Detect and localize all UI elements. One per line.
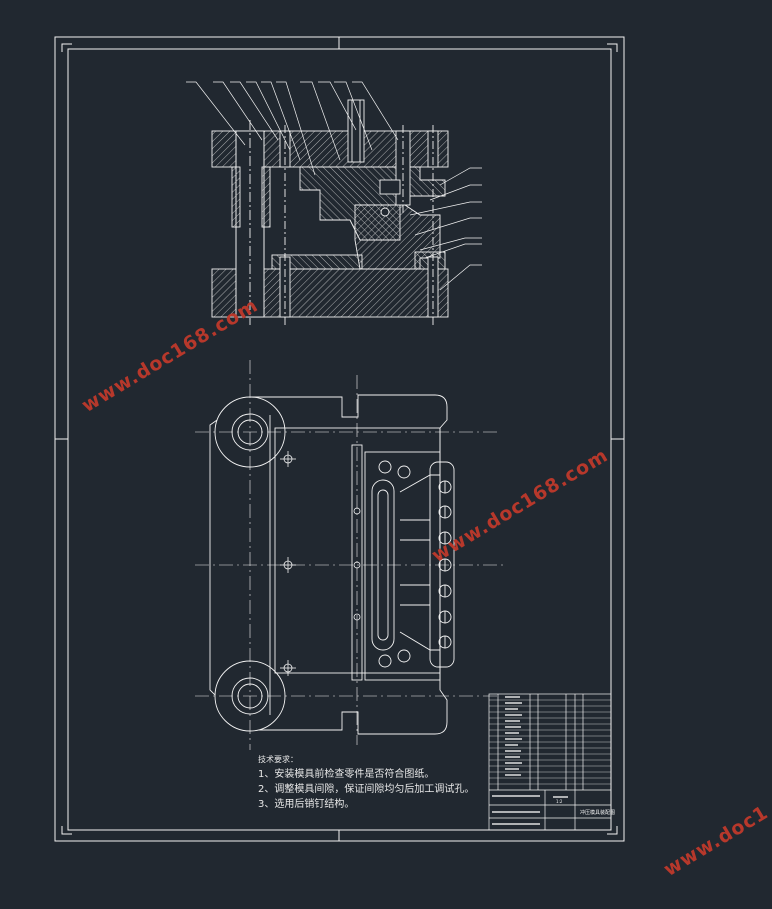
cad-drawing: 冲压模具装配图 1:2: [54, 36, 625, 842]
title-block-scale: 1:2: [556, 799, 563, 804]
notes-heading: 技术要求：: [258, 755, 298, 764]
notes-item-1: 1、安装模具前检查零件是否符合图纸。: [258, 769, 435, 780]
title-block-name: 冲压模具装配图: [580, 809, 615, 816]
notes-item-3: 3、选用后销钉结构。: [258, 799, 355, 810]
drawing-canvas: 冲压模具装配图 1:2 技术要求： 1、安装模具前检查零件是否符合图纸。 2、调…: [54, 36, 772, 881]
plan-view: [195, 360, 505, 750]
title-block: [488, 693, 612, 831]
technical-requirements: 技术要求： 1、安装模具前检查零件是否符合图纸。 2、调整模具间隙，保证间隙均匀…: [258, 752, 474, 812]
notes-item-2: 2、调整模具间隙，保证间隙均匀后加工调试孔。: [258, 784, 475, 795]
drawing-frame: [54, 36, 625, 842]
section-view: [186, 81, 482, 325]
